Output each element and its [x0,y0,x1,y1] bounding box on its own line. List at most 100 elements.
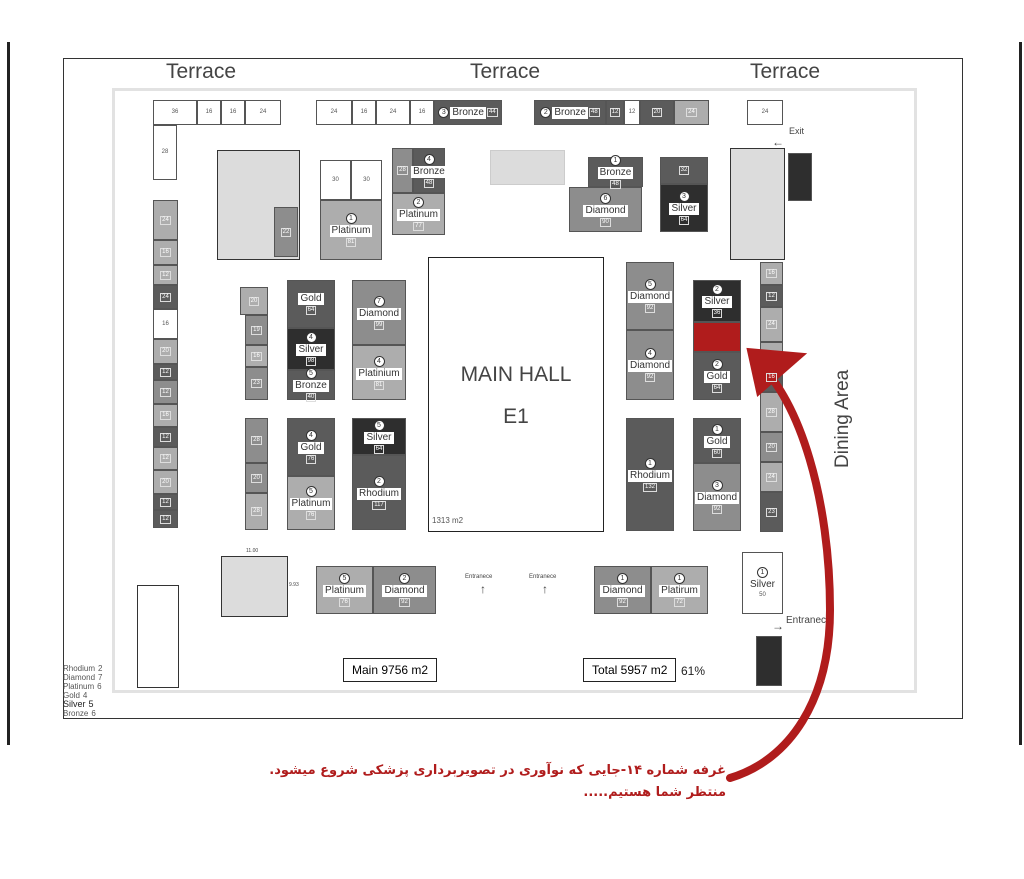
booth-number-badge: 4 [373,355,385,367]
booth[interactable]: 22 [274,207,298,257]
booth[interactable]: 24 [760,307,783,342]
booth-size: 76 [305,455,317,464]
booth[interactable]: 28 [760,392,783,432]
arrow-curve [726,358,835,782]
booth[interactable]: 24 [760,462,783,492]
booth[interactable]: 23 [245,367,268,400]
booth-tier-label: Bronze [597,167,634,179]
booth[interactable]: 24 [153,285,178,309]
booth[interactable]: 20 [245,463,268,493]
booth[interactable]: 24 [376,100,410,125]
booth-size: 24 [330,109,338,115]
booth-number-badge: 5 [339,573,350,584]
booth[interactable]: 12 [624,100,640,125]
booth[interactable]: 30 [320,160,351,200]
booth[interactable]: 24 [316,100,352,125]
booth[interactable]: 28 [153,125,177,180]
booth[interactable]: 12 [153,380,178,404]
booth[interactable]: 16 [153,404,178,427]
booth[interactable]: 16 [197,100,221,125]
booth[interactable]: 12 [153,510,178,528]
main-hall[interactable]: MAIN HALL E1 1313 m2 [428,257,604,532]
booth[interactable]: 20 [153,339,178,364]
booth-size: 64 [711,384,723,393]
booth[interactable]: 28 [245,493,268,530]
booth[interactable]: 16 [245,345,268,367]
booth[interactable]: 30 [351,160,382,200]
booth[interactable]: 19 [245,315,268,345]
left-border-line [7,42,10,745]
main-hall-title: MAIN HALL [460,363,572,386]
booth[interactable]: 20 [760,432,783,462]
booth-size: 24 [761,109,769,115]
booth[interactable]: 20 [240,287,268,315]
booth[interactable]: 12 [153,447,178,470]
booth-size: 99 [373,320,385,330]
dimension-label: 11.00 [246,548,259,554]
exit-arrow-icon: ← [772,135,784,149]
booth[interactable]: 12 [153,265,178,285]
entrance-arrow-icon: ↑ [542,582,548,596]
entrance-arrow-icon: → [772,619,784,633]
booth[interactable]: 16 [760,262,783,285]
booth-number-badge: 2 [373,475,385,487]
booth[interactable]: 24 [747,100,783,125]
booth[interactable]: 16 [221,100,245,125]
booth[interactable]: 36 [153,100,197,125]
legend-tier: Diamond [63,673,96,682]
booth-number-badge: 1 [617,573,628,584]
booth[interactable]: 16 [410,100,434,125]
booth[interactable]: 16 [352,100,376,125]
booth[interactable]: 12 [606,100,624,125]
booth[interactable]: 12 [153,494,178,510]
booth-tier-label: Silver [747,579,777,591]
booth[interactable]: 28 [245,418,268,463]
booth[interactable]: 24 [674,100,709,125]
booth[interactable]: 12 [153,427,178,447]
booth-tier-label: Platinium [356,367,402,380]
booth[interactable]: 20 [640,100,674,125]
right-border-line [1019,42,1022,745]
booth[interactable]: 20 [153,470,178,494]
highlighted-booth[interactable] [693,322,741,352]
booth[interactable]: 23 [760,492,783,532]
arrow-head-icon [746,347,808,398]
booth[interactable]: 16 [153,240,178,265]
booth[interactable]: 24 [153,200,178,240]
booth[interactable]: 16 [153,309,178,339]
booth-size: 28 [251,436,262,445]
booth[interactable]: 12 [153,364,178,380]
booth[interactable]: 32 [660,157,708,184]
booth[interactable]: 12 [760,285,783,307]
booth[interactable]: 24 [245,100,281,125]
